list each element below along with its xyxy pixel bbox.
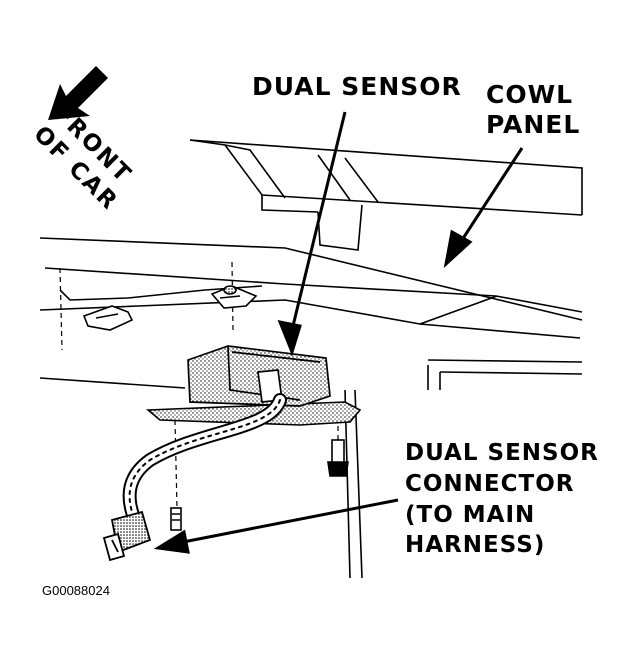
callout-arrows (153, 111, 524, 554)
mounting-bolt-right (327, 439, 349, 477)
cowl-panel-label-line: PANEL (486, 109, 581, 139)
connector-label-line: CONNECTOR (405, 470, 575, 497)
sensor-mounting-plate (145, 401, 362, 426)
connector-label-line: HARNESS) (405, 532, 546, 559)
cowl-panel-label-line: COWL (486, 80, 574, 109)
mounting-clip-right (210, 285, 258, 309)
dual-sensor-connector-label: DUAL SENSOR CONNECTOR (TO MAIN HARNESS) (405, 438, 599, 561)
cowl-panel-label: COWL PANEL (486, 80, 580, 139)
stud-guide-lines (59, 261, 339, 509)
cowl-structure (39, 139, 583, 579)
dual-sensor-label: DUAL SENSOR (252, 72, 462, 101)
connector-label-line: (TO MAIN (405, 501, 536, 528)
mounting-clip-left (82, 305, 134, 331)
front-direction-arrow (48, 66, 108, 120)
connector-label-line: DUAL SENSOR (405, 440, 599, 466)
mounting-bolt-left (170, 507, 182, 531)
figure-code: G00088024 (42, 583, 110, 598)
wire-harness (122, 393, 287, 522)
harness-connector (102, 510, 152, 562)
dual-sensor-module (187, 345, 331, 407)
